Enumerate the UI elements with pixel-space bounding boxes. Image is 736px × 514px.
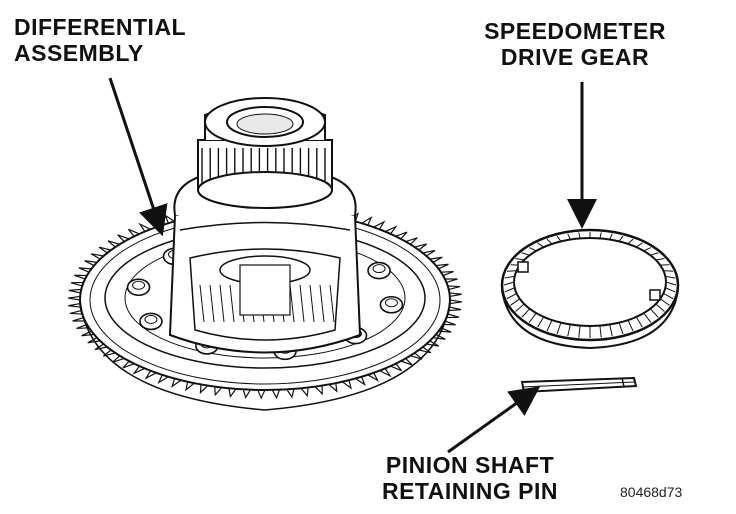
differential-case: [168, 174, 362, 354]
differential-label-line1: DIFFERENTIAL: [14, 14, 187, 40]
pin-label-line2: RETAINING PIN: [381, 478, 559, 504]
differential-leader-arrow: [108, 77, 168, 237]
differential-label-line2: ASSEMBLY: [14, 40, 144, 66]
speedometer-label-line2: DRIVE GEAR: [500, 44, 650, 70]
speedometer-gear-teeth: [503, 232, 677, 338]
differential-assembly-label: DIFFERENTIAL ASSEMBLY: [14, 14, 186, 66]
pinion-shaft-retaining-pin: [520, 376, 638, 394]
speedometer-drive-gear-label: SPEEDOMETER DRIVE GEAR: [455, 18, 695, 70]
speedometer-drive-gear: [500, 228, 680, 350]
speedometer-label-line1: SPEEDOMETER: [484, 18, 666, 44]
pinion-shaft-retaining-pin-label: PINION SHAFT RETAINING PIN: [360, 452, 580, 504]
side-bearing: [197, 97, 333, 209]
pin-label-line1: PINION SHAFT: [385, 452, 555, 478]
figure-id: 80468d73: [620, 484, 683, 500]
pin-leader-arrow: [447, 386, 541, 454]
